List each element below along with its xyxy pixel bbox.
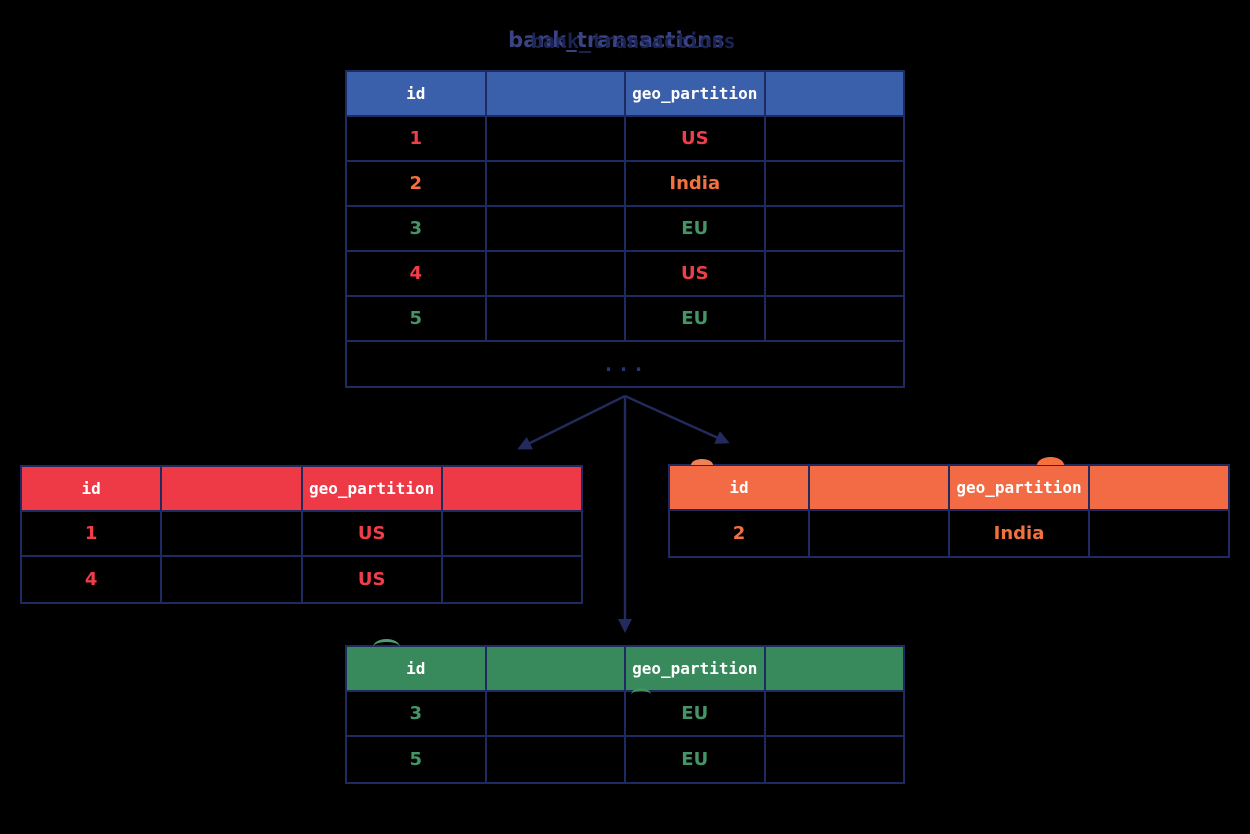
- header-cell: geo_partition: [626, 72, 766, 117]
- orange-dome-decoration: [1037, 457, 1064, 465]
- body-cell: 2: [670, 511, 810, 556]
- header-cell: [765, 72, 903, 117]
- header-cell: [810, 466, 950, 511]
- body-cell: US: [626, 117, 766, 162]
- body-cell: 3: [347, 692, 487, 737]
- header-cell: [162, 467, 303, 512]
- header-cell: id: [347, 647, 487, 692]
- arrow-to-us-partition: [517, 394, 626, 450]
- header-cell: id: [670, 466, 810, 511]
- table-header-row: id geo_partition: [347, 647, 903, 692]
- green-arc-decoration: [631, 688, 651, 695]
- body-cell: EU: [626, 297, 766, 342]
- india-partition-table: id geo_partition 2 India: [668, 464, 1230, 558]
- body-cell: 4: [22, 557, 163, 602]
- body-cell: [442, 512, 581, 557]
- body-cell: [765, 117, 903, 162]
- body-cell: 3: [347, 207, 487, 252]
- header-cell: [442, 467, 581, 512]
- body-cell: [1090, 511, 1228, 556]
- body-cell: [765, 207, 903, 252]
- body-cell: [810, 511, 950, 556]
- body-cell: [486, 117, 626, 162]
- table-row: 3 EU: [347, 692, 903, 737]
- body-cell: India: [626, 162, 766, 207]
- header-cell: id: [347, 72, 487, 117]
- body-cell: 5: [347, 297, 487, 342]
- body-cell: [486, 692, 626, 737]
- header-cell: [765, 647, 903, 692]
- body-cell: [486, 162, 626, 207]
- table-row: 5 EU: [347, 297, 903, 342]
- body-cell: 4: [347, 252, 487, 297]
- body-cell: EU: [626, 207, 766, 252]
- table-header-row: id geo_partition: [22, 467, 581, 512]
- header-cell: geo_partition: [302, 467, 443, 512]
- body-cell: 1: [22, 512, 163, 557]
- title-text-sans-layer: bank_transactions: [508, 28, 725, 52]
- table-row: 1 US: [22, 512, 581, 557]
- body-cell: [443, 557, 581, 602]
- table-row: 4 US: [22, 557, 581, 602]
- table-row: 4 US: [347, 252, 903, 297]
- body-cell: [765, 297, 903, 342]
- body-cell: India: [950, 511, 1090, 556]
- body-cell: [765, 162, 903, 207]
- header-cell: geo_partition: [950, 466, 1090, 511]
- body-cell: [486, 207, 626, 252]
- green-arc-decoration: [373, 639, 400, 647]
- header-cell: [486, 647, 626, 692]
- body-cell: US: [302, 512, 443, 557]
- table-header-row: id geo_partition: [347, 72, 903, 117]
- body-cell: [162, 512, 303, 557]
- table-row: 1 US: [347, 117, 903, 162]
- body-cell: [486, 252, 626, 297]
- arrow-to-india-partition: [624, 394, 730, 444]
- diagram-title: bank_transactions bank_transactions: [345, 26, 905, 60]
- body-cell: 1: [347, 117, 487, 162]
- table-row: 3 EU: [347, 207, 903, 252]
- body-cell: [486, 297, 626, 342]
- orange-dome-decoration: [691, 459, 713, 465]
- header-cell: [1090, 466, 1228, 511]
- body-cell: [766, 737, 904, 782]
- body-cell: 5: [347, 737, 487, 782]
- table-header-row: id geo_partition: [670, 466, 1228, 511]
- title-text-mono-layer: bank_transactions: [530, 29, 736, 53]
- body-cell: US: [303, 557, 443, 602]
- body-cell: EU: [626, 737, 766, 782]
- body-cell: 2: [347, 162, 487, 207]
- table-row: 5 EU: [347, 737, 903, 782]
- ellipsis-row: ...: [602, 352, 648, 376]
- header-cell: [486, 72, 626, 117]
- table-row: 2 India: [347, 162, 903, 207]
- header-cell: id: [22, 467, 163, 512]
- body-cell: [765, 692, 903, 737]
- table-row: 2 India: [670, 511, 1228, 556]
- header-cell: geo_partition: [626, 647, 766, 692]
- body-cell: EU: [626, 692, 766, 737]
- body-cell: US: [626, 252, 766, 297]
- body-cell: [162, 557, 303, 602]
- body-cell: [765, 252, 903, 297]
- body-cell: [487, 737, 626, 782]
